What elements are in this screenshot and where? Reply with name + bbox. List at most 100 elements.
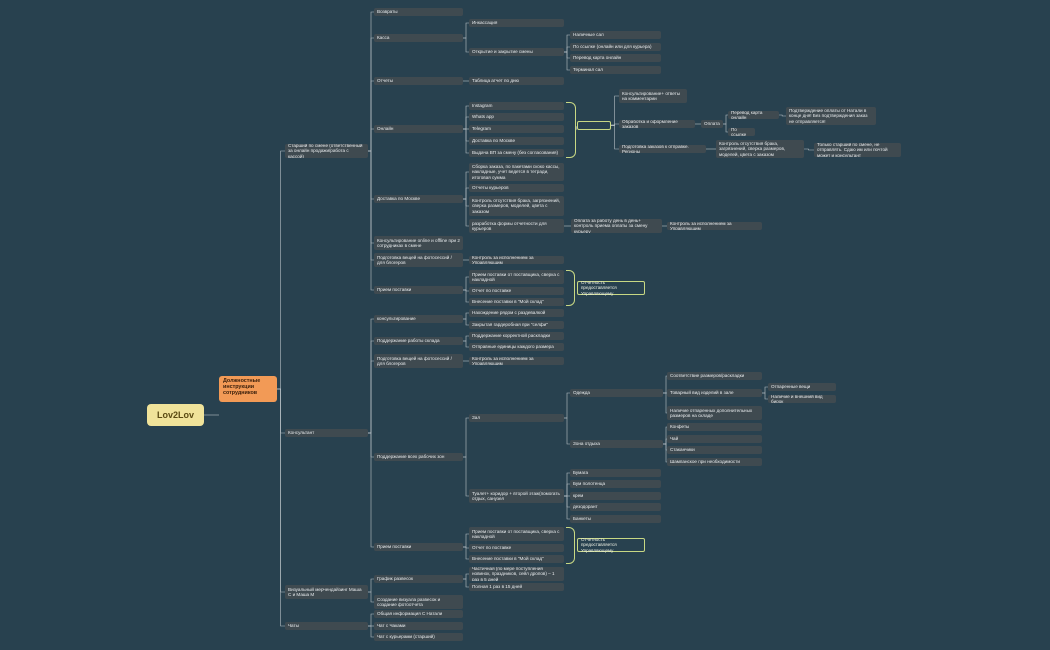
topic-n1g1[interactable]: Контроль за исполнением за Управляющим [469,256,564,264]
topic-n2b2[interactable]: Отправные единицы каждого размера [469,343,564,351]
topic-n2d2a[interactable]: Бумага [570,469,661,477]
topic-n1dx2a[interactable]: Оплата [701,120,723,128]
topic-n2a1[interactable]: Нахождение рядом с раздевалкой [469,309,564,317]
note-report-2[interactable]: Отчетность предоставляется Управляющему [577,537,645,553]
topic-n1a[interactable]: Возвраты [374,8,463,16]
connector [463,578,469,588]
topic-n1dx2a2[interactable]: По ссылке [728,128,755,136]
topic-n2d1b4[interactable]: Шампанское при необходимости [667,458,762,466]
topic-n2d2d[interactable]: дезодорант [570,503,661,511]
topic-n2d[interactable]: Поддержание всех рабочих зон [374,453,463,461]
topic-n1d2[interactable]: Whats app [469,113,564,121]
topic-n2d2c[interactable]: крем [570,492,661,500]
topic-n1d4[interactable]: Доставка по Москве [469,137,564,145]
topic-n1c1[interactable]: Таблица атчет по дню [469,77,564,85]
topic-n1b2b[interactable]: По ссылке (онлайн или для курьера) [570,43,661,51]
topic-n2d1a1[interactable]: Соответствие размеров/раскладки [667,372,762,380]
topic-n4b[interactable]: Чат с Чаками [374,622,463,630]
topic-n2c1[interactable]: Контроль за исполнением за Управляющим [469,357,564,365]
topic-n1dx3[interactable]: Подготовка заказов к отправке. Регионы [619,145,706,153]
topic-n1dx[interactable] [577,121,611,130]
connector [277,388,285,593]
topic-n1d3[interactable]: Telegram [469,125,564,133]
topic-n1dx2a1n[interactable]: Подтверждение оплаты от Натали в конце д… [786,107,876,125]
connector [564,392,570,419]
topic-n2d2[interactable]: Туалет+ коридор + второй этаж(помогать о… [469,489,564,503]
topic-n2e[interactable]: Прием поставки [374,543,463,551]
topic-n1d1[interactable]: Instagram [469,102,564,110]
brace-postavka-2 [566,527,575,564]
topic-n2d2b[interactable]: Бум полотенца [570,480,661,488]
topic-n1d[interactable]: Онлайн [374,125,463,133]
topic-n1h[interactable]: Прием поставки [374,286,463,294]
connector [277,388,285,627]
topic-n1e1[interactable]: Сборка заказа, по пакетами скоко кассы, … [469,163,564,181]
topic-n3b[interactable]: Создание визуала развесок и создание фот… [374,595,463,609]
topic-n3a2[interactable]: Полная 1 раз в 15 дней [469,583,564,591]
topic-n1h1[interactable]: Прием поставки от поставщика, сверка с н… [469,270,564,284]
connector [368,150,374,291]
topic-n2e1[interactable]: Прием поставки от поставщика, сверка с н… [469,527,564,541]
topic-n1dx3an[interactable]: Только старший по смене, не отправлять. … [814,143,901,157]
connector [463,340,469,348]
topic-n1e[interactable]: Доставка по Москве [374,195,463,203]
topic-n2c[interactable]: Подготовка вещей на фотосессий / для бло… [374,354,463,368]
topic-n1f[interactable]: Консультирование online и offline при 2 … [374,236,463,250]
topic-n2d1a[interactable]: Одежда [570,389,663,397]
connector [663,392,667,414]
topic-n2d1a2b[interactable]: Наличие и внешний вид бирок [768,395,836,403]
topic-n1d5[interactable]: Выдача ВП за смену (без согласования) [469,149,564,157]
topic-n2d1a3[interactable]: Наличие отпаренных дополнительных размер… [667,406,762,420]
topic-n2d1a2a[interactable]: Отпаренные вещи [768,383,836,391]
topic-n2d1b2[interactable]: Чай [667,435,762,443]
connector [779,114,786,117]
connector [564,51,570,71]
topic-n2b[interactable]: Поддержание работы склада [374,337,463,345]
topic-n1h3[interactable]: Внесение поставки в "Мой склад" [469,298,564,306]
topic-n1e4a[interactable]: Оплата за работу день в день+ контроль п… [571,219,662,233]
topic-n1e4a1[interactable]: Контроль за исполнением за Управляющим [667,222,762,230]
topic-n1b[interactable]: Касса [374,34,463,42]
topic-n1g[interactable]: Подготовка вещей на фотосессий / для бло… [374,253,463,267]
connector [663,443,667,463]
topic-n2a2[interactable]: Закрытая гардеробная при "селфи" [469,321,564,329]
root-node[interactable]: Lov2Lov [147,404,204,426]
topic-n1h2[interactable]: Отчет по поставке [469,287,564,295]
topic-n2[interactable]: Консультант [285,429,368,437]
topic-n1b2a[interactable]: Наличные сал [570,31,661,39]
topic-n1c[interactable]: Отчеты [374,77,463,85]
topic-n2e3[interactable]: Внесение поставки в "Мой склад" [469,555,564,563]
topic-n3a1[interactable]: Частичная (по мере поступления новинок, … [469,567,564,581]
topic-n3[interactable]: Визуальный мерчендайзинг Маша С и Маша М [285,585,368,599]
topic-n1e3[interactable]: Контроль отсутствия брака, загрязнений, … [469,196,564,216]
topic-n1dx1[interactable]: Консультирование+ ответы на комментарии [619,89,687,103]
topic-n1b2d[interactable]: Терминал сал [570,66,661,74]
topic-n2a[interactable]: консультирование [374,315,463,323]
topic-n4[interactable]: Чаты [285,622,368,630]
note-report-1[interactable]: Отчетность предоставляется Управляющему [577,280,645,296]
connector [463,417,469,458]
topic-n1dx2a1[interactable]: Перевод карта онлайн [728,111,779,119]
main-topic[interactable]: Должностные инструкции сотрудников [219,376,277,402]
topic-n2e2[interactable]: Отчет по поставке [469,544,564,552]
topic-n3a[interactable]: График развесок [374,575,463,583]
topic-n2b1[interactable]: Поддержание корректной раскладки [469,332,564,340]
topic-n4c[interactable]: Чат с курьерами (старший) [374,633,463,641]
topic-n1e2[interactable]: Отчеты курьеров [469,184,564,192]
topic-n4a[interactable]: Общая информация С Натали [374,610,463,618]
topic-n2d1b[interactable]: Зона отдыха [570,440,663,448]
topic-n2d1b1[interactable]: Конфеты [667,423,762,431]
topic-n1b1[interactable]: Инкассация [469,19,564,27]
topic-n1dx3a[interactable]: Контроль отсутствия брака, загрязнений, … [716,140,804,158]
connector [368,625,374,638]
topic-n1b2[interactable]: Открытие и закрытие смены [469,48,564,56]
topic-n2d1a2[interactable]: Товарный вид изделий в зале [667,389,762,397]
topic-n1[interactable]: Старший по смене (ответственный за онлай… [285,144,368,158]
topic-n2d1[interactable]: Зал [469,414,564,422]
topic-n1b2c[interactable]: Перевод карта онлайн [570,54,661,62]
topic-n1dx2[interactable]: Обработка и оформление заказов [619,120,695,128]
topic-n1e4[interactable]: разработка формы отчетности для курьеров [469,219,564,233]
topic-n2d1b3[interactable]: Стаканчики [667,446,762,454]
topic-n2d2e[interactable]: Банкеты [570,515,661,523]
